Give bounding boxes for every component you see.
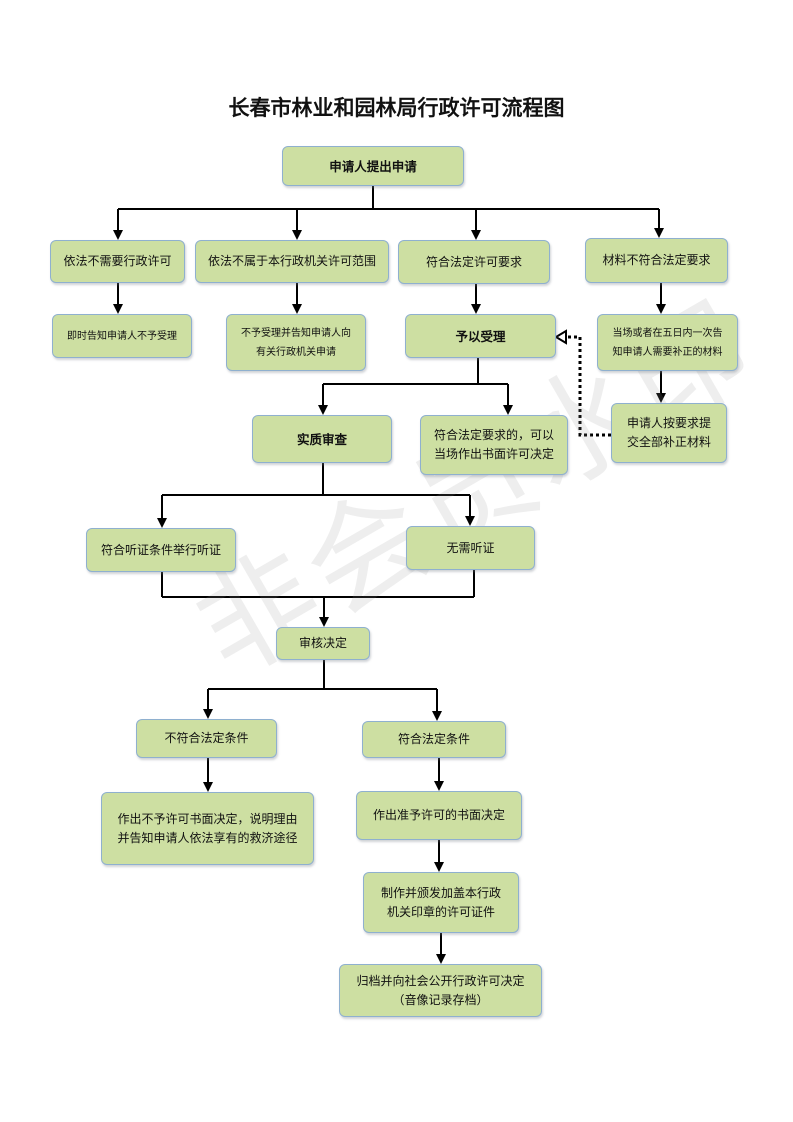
node-on-site-decision: 符合法定要求的，可以当场作出书面许可决定 <box>420 415 568 475</box>
node-meets-requirements: 符合法定许可要求 <box>398 240 550 284</box>
node-notify-not-accepted: 即时告知申请人不予受理 <box>52 314 192 358</box>
node-grant-decision: 作出准予许可的书面决定 <box>356 791 522 840</box>
node-hearing-conditions: 符合听证条件举行听证 <box>86 528 236 572</box>
node-no-permit-needed: 依法不需要行政许可 <box>50 240 185 283</box>
node-materials-not-meet: 材料不符合法定要求 <box>585 238 728 283</box>
node-meet-conditions: 符合法定条件 <box>362 721 506 758</box>
node-not-accepted-refer: 不予受理并告知申请人向有关行政机关申请 <box>226 314 366 371</box>
node-substantive-review: 实质审查 <box>252 415 392 463</box>
node-apply: 申请人提出申请 <box>282 146 464 186</box>
node-not-meet-conditions: 不符合法定条件 <box>136 719 277 758</box>
node-issue-certificate: 制作并颁发加盖本行政机关印章的许可证件 <box>363 872 519 933</box>
node-not-in-scope: 依法不属于本行政机关许可范围 <box>195 240 389 283</box>
node-archive-publish: 归档并向社会公开行政许可决定（音像记录存档） <box>339 964 542 1017</box>
node-notify-supplement: 当场或者在五日内一次告知申请人需要补正的材料 <box>597 314 738 371</box>
node-deny-decision: 作出不予许可书面决定，说明理由并告知申请人依法享有的救济途径 <box>101 792 314 865</box>
node-review-decision: 审核决定 <box>276 627 370 660</box>
node-submit-supplement: 申请人按要求提交全部补正材料 <box>611 403 727 463</box>
node-no-hearing: 无需听证 <box>406 526 535 570</box>
page-title: 长春市林业和园林局行政许可流程图 <box>228 95 565 120</box>
node-accept: 予以受理 <box>405 314 556 358</box>
